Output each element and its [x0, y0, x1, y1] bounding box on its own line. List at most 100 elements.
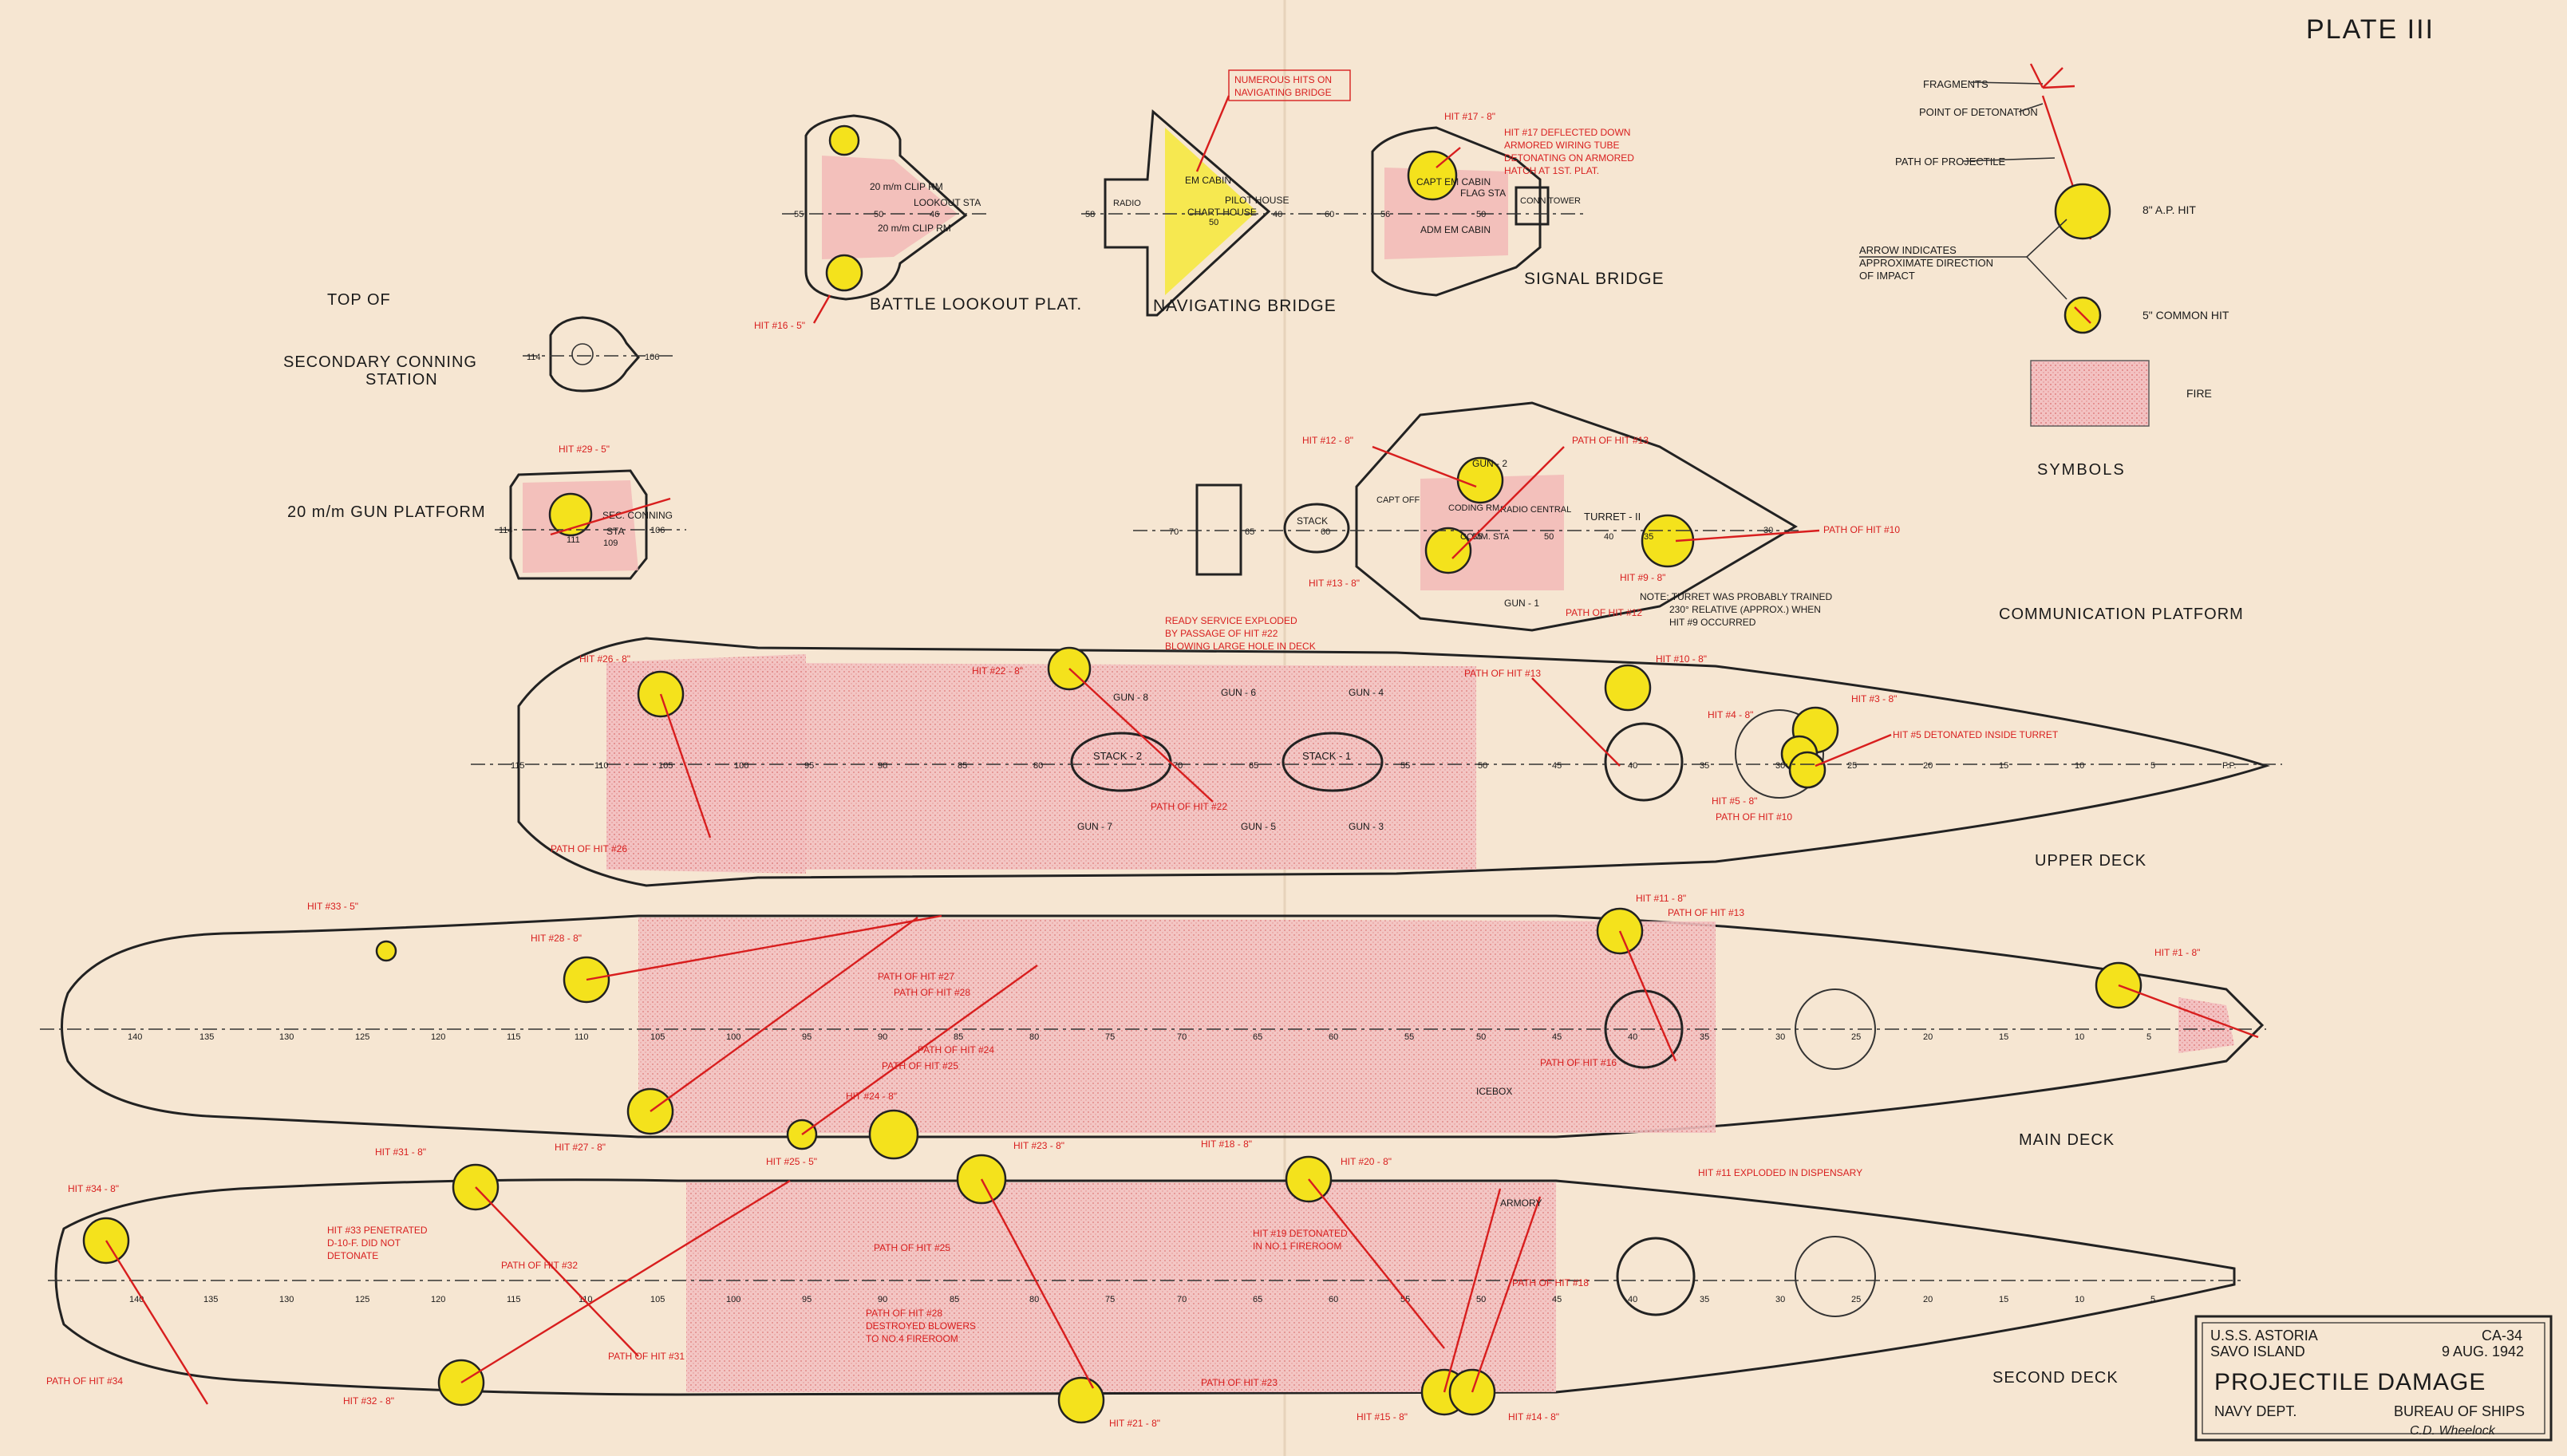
frame-label: 50 [1544, 532, 1554, 542]
path-26-label: PATH OF HIT #26 [551, 843, 627, 854]
hit-17-label: HIT #17 - 8" [1444, 111, 1495, 122]
path-22-label: PATH OF HIT #22 [1151, 801, 1227, 812]
sec-conning-sta: STA [606, 526, 624, 537]
frame-label: 10 [2075, 1295, 2084, 1304]
gun-3: GUN - 3 [1349, 821, 1384, 832]
frame-label: 65 [1249, 761, 1258, 771]
sec-conning-title-1: TOP OF [327, 291, 391, 309]
turret-note-1: NOTE: TURRET WAS PROBABLY TRAINED [1640, 591, 1832, 602]
frame-label: 65 [1253, 1032, 1262, 1042]
capt-cabin: CAPT EM CABIN [1416, 176, 1491, 187]
frame-label: 60 [1329, 1032, 1338, 1042]
path-24-label: PATH OF HIT #24 [918, 1044, 994, 1056]
path-28-label: PATH OF HIT #28 [894, 987, 970, 998]
hit-9-label: HIT #9 - 8" [1620, 572, 1665, 583]
frame-label: 106 [645, 353, 659, 362]
sec-conning: SEC. CONNING [602, 510, 673, 521]
second-deck: 140 135 130 125 120 115 110 105 100 95 9… [46, 1138, 2242, 1429]
frame-label: 40 [1604, 532, 1613, 542]
gun-1-comm: GUN - 1 [1504, 598, 1539, 609]
legend-title: SYMBOLS [2037, 461, 2126, 479]
hit-4-label: HIT #4 - 8" [1708, 709, 1753, 720]
frame-label: 15 [1999, 1032, 2008, 1042]
navigating-bridge-title: NAVIGATING BRIDGE [1153, 297, 1337, 315]
frame-label: 95 [804, 761, 814, 771]
frame-label: 55 [794, 210, 804, 219]
legend-arrow-3: OF IMPACT [1859, 270, 1915, 282]
path-13-upper-label: PATH OF HIT #13 [1464, 668, 1541, 679]
hit-20-label: HIT #20 - 8" [1341, 1156, 1392, 1167]
frame-label: 114 [499, 526, 513, 535]
frame-label: 105 [650, 1295, 665, 1304]
hit-16-symbol [825, 254, 863, 292]
icebox: ICEBOX [1476, 1086, 1512, 1097]
frame-label: 135 [199, 1032, 214, 1042]
em-cabin: EM CABIN [1185, 175, 1231, 186]
battle-place: SAVO ISLAND [2210, 1344, 2305, 1359]
gun-platform-20mm: 20 m/m GUN PLATFORM SEC. CONNING STA 114… [287, 444, 686, 580]
hit-10-symbol [1604, 664, 1652, 712]
communication-platform-title: COMMUNICATION PLATFORM [1999, 606, 2244, 623]
hit-5-symbol [1788, 751, 1827, 789]
sec-conning-title-3: STATION [365, 371, 438, 389]
frame-label: 90 [878, 1032, 887, 1042]
hit-33-symbol [375, 940, 397, 962]
frame-label: 20 [1923, 1032, 1933, 1042]
frame-label: 50 [1476, 1032, 1486, 1042]
path-12-label: PATH OF HIT #12 [1566, 607, 1642, 618]
turret-2: TURRET - II [1584, 511, 1641, 523]
frame-label: 56 [1380, 210, 1390, 219]
lookout-sta: LOOKOUT STA [914, 197, 981, 208]
frame-label: 20 [1923, 761, 1933, 771]
hit-5-label: HIT #5 - 8" [1712, 795, 1757, 807]
frame-label: 10 [2075, 761, 2084, 771]
frame-label: 75 [1105, 1032, 1115, 1042]
second-deck-title: SECOND DECK [1992, 1369, 2119, 1387]
hull-number: CA-34 [2482, 1328, 2522, 1344]
battle-lookout-platform: 20 m/m CLIP RM 20 m/m CLIP RM LOOKOUT ST… [754, 114, 1081, 331]
coding-rm: CODING RM [1448, 503, 1499, 513]
hit-17-note-4: HATCH AT 1ST. PLAT. [1504, 165, 1599, 176]
frame-label: 70 [1169, 527, 1179, 537]
frame-label: 115 [507, 1295, 521, 1304]
frame-label: 65 [1253, 1295, 1262, 1304]
frame-label: 65 [1245, 527, 1254, 537]
frame-label: 50 [874, 210, 883, 219]
radio: RADIO [1113, 199, 1141, 208]
legend-arrow-1: ARROW INDICATES [1859, 244, 1957, 256]
frame-label: 35 [1700, 1295, 1709, 1304]
stack-comm: STACK [1297, 515, 1328, 527]
path-25-second-label: PATH OF HIT #25 [874, 1242, 950, 1253]
hit-33-note-2: D-10-F. DID NOT [327, 1237, 401, 1249]
frame-label: 30 [1775, 1295, 1785, 1304]
frame-label: 130 [279, 1295, 294, 1304]
path-13-comm-label: PATH OF HIT #13 [1572, 435, 1649, 446]
hit-16-label: HIT #16 - 5" [754, 320, 805, 331]
frame-label: 80 [1033, 761, 1043, 771]
hit-lookout-upper [828, 124, 860, 156]
path-16-label: PATH OF HIT #16 [1540, 1057, 1617, 1068]
hit-3-label: HIT #3 - 8" [1851, 693, 1897, 704]
frame-label: 100 [734, 761, 748, 771]
navigating-bridge: EM CABIN CHART HOUSE PILOT HOUSE RADIO 5… [1081, 69, 1351, 317]
frame-label: 110 [594, 761, 609, 771]
frame-label: 40 [1273, 210, 1282, 219]
frame-label: 115 [511, 761, 525, 771]
frame-label: 80 [1029, 1295, 1039, 1304]
frame-label: 120 [431, 1295, 445, 1304]
main-deck-frames: 140 135 130 125 120 115 110 105 100 95 9… [128, 1032, 2151, 1042]
plate-label: PLATE III [2306, 14, 2435, 45]
frame-label: 25 [1851, 1032, 1861, 1042]
turret-note-2: 230° RELATIVE (APPROX.) WHEN [1669, 604, 1821, 615]
path-25-main-label: PATH OF HIT #25 [882, 1060, 958, 1071]
frame-label: 55 [1472, 532, 1482, 542]
frame-label: 105 [650, 1032, 665, 1042]
hit-23-label: HIT #23 - 8" [1013, 1140, 1064, 1151]
frame-label: 46 [930, 210, 939, 219]
second-deck-frames: 140 135 130 125 120 115 110 105 100 95 9… [129, 1295, 2155, 1304]
hit-13-label: HIT #13 - 8" [1309, 578, 1360, 589]
hit-24-label: HIT #24 - 8" [846, 1091, 897, 1102]
frame-label: 45 [1552, 761, 1562, 771]
frame-label: 45 [1552, 1295, 1562, 1304]
symbols-legend: FRAGMENTS POINT OF DETONATION PATH OF PR… [1859, 63, 2229, 479]
